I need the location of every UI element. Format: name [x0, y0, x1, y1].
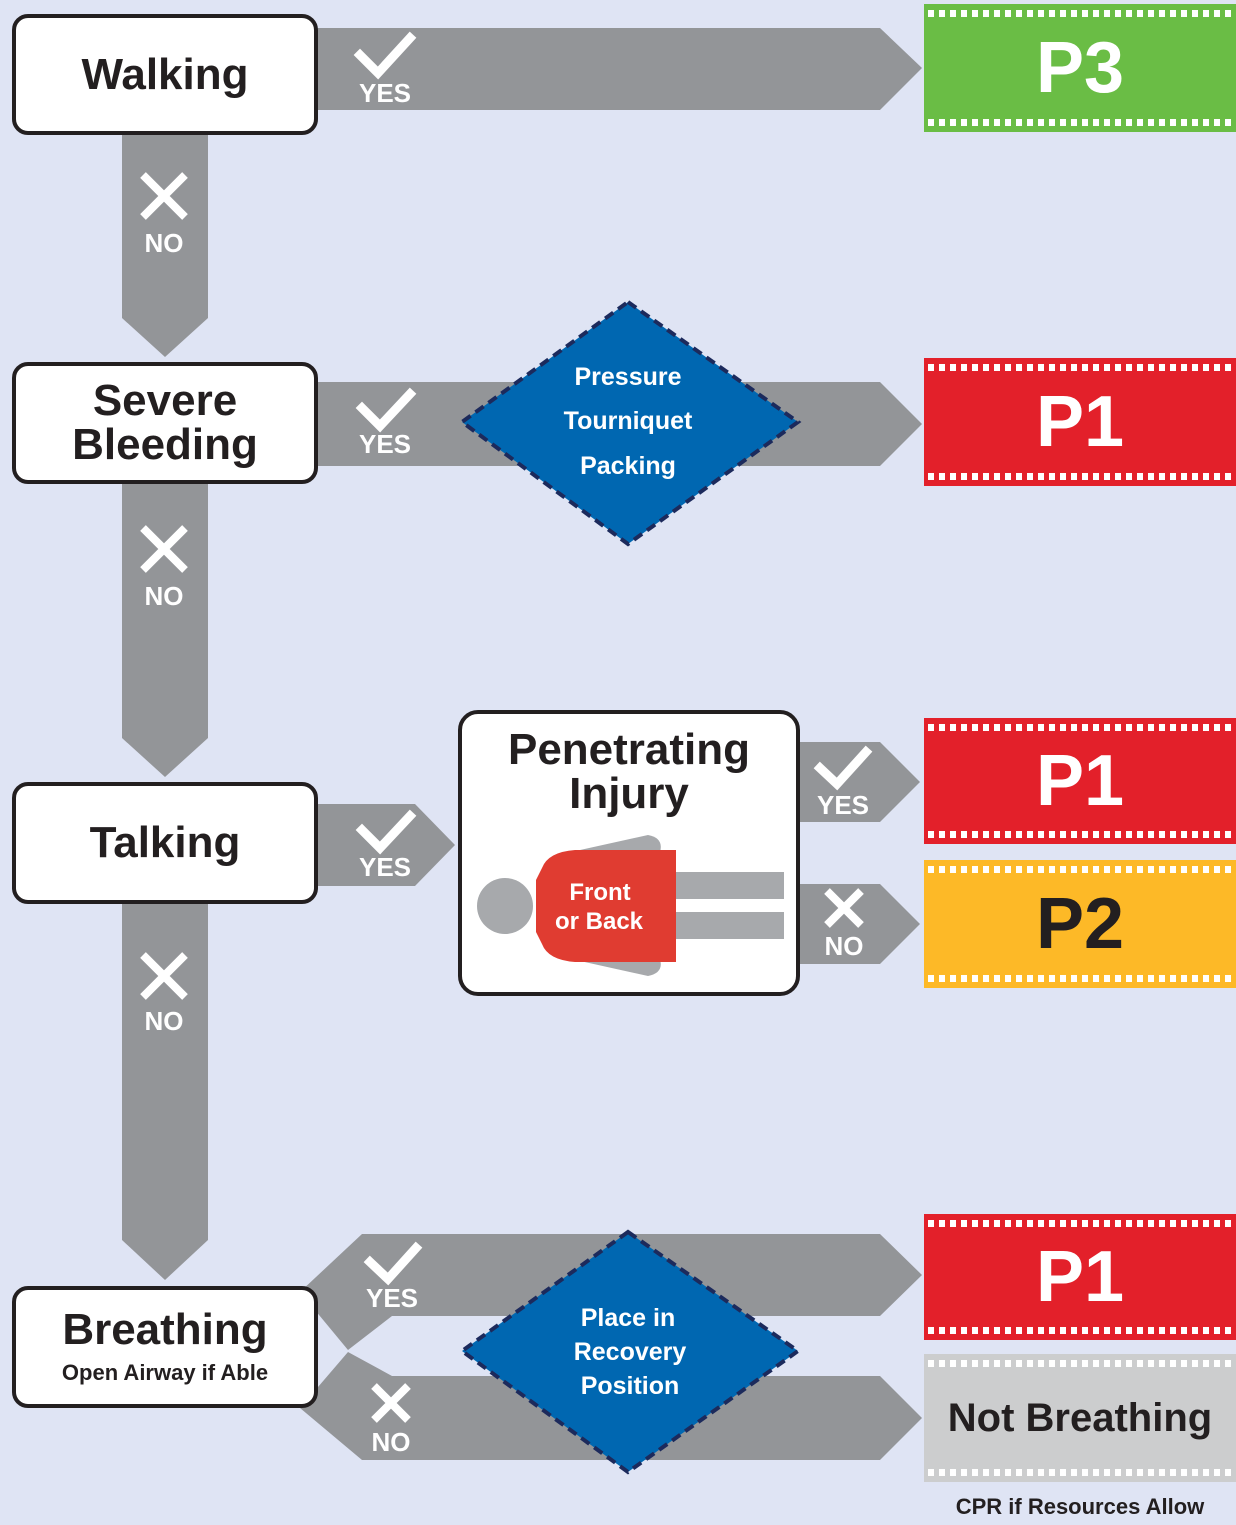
injury-no-label: NO: [824, 888, 864, 961]
walking-yes-label: YES: [353, 31, 417, 108]
tag-label: P1: [1035, 382, 1125, 462]
yes-text: YES: [359, 78, 411, 108]
talking-step: Talking: [12, 782, 318, 904]
intervention-line-3: Packing: [580, 452, 676, 480]
body-figure-icon: Front or Back: [477, 835, 784, 976]
breathing-step: Breathing Open Airway if Able: [12, 1286, 318, 1408]
check-icon: [353, 31, 417, 80]
leg-upper-icon: [676, 872, 784, 899]
check-icon: [355, 809, 417, 855]
tag-pattern-top: [928, 1220, 1232, 1227]
tag-walking-p3: P3: [924, 4, 1236, 132]
walking-yes-arrow: [300, 28, 922, 110]
tag-bleeding-p1: P1: [924, 358, 1236, 486]
intervention-line-1: Place in: [581, 1304, 676, 1332]
talking-no-label: NO: [140, 952, 188, 1036]
diamond-shape: [458, 1229, 802, 1475]
torso-icon: [536, 850, 676, 962]
yes-text: YES: [817, 790, 869, 820]
tag-pattern-top: [928, 724, 1232, 731]
yes-text: YES: [359, 429, 411, 459]
tag-label: P1: [1035, 1237, 1125, 1317]
tag-injury-p2: P2: [924, 860, 1236, 988]
tag-not-breathing: Not Breathing: [924, 1354, 1236, 1482]
tag-pattern-top: [928, 10, 1232, 17]
tag-injury-p1: P1: [924, 718, 1236, 844]
cross-icon: [824, 888, 864, 928]
breathing-no-label: NO: [371, 1383, 411, 1457]
check-icon: [813, 745, 873, 791]
no-text: NO: [372, 1427, 411, 1457]
figure-text-1: Front: [569, 879, 630, 906]
injury-yes-label: YES: [813, 745, 873, 820]
cross-icon: [371, 1383, 411, 1423]
intervention-line-2: Recovery: [574, 1338, 687, 1366]
bleeding-intervention-diamond: Pressure Tourniquet Packing: [458, 299, 802, 547]
tag-label: P2: [1035, 884, 1125, 964]
no-text: NO: [145, 581, 184, 611]
step-subtitle: Open Airway if Able: [61, 1360, 269, 1385]
step-title: Walking: [81, 49, 249, 99]
figure-text-2: or Back: [555, 908, 644, 935]
walking-no-arrow: [122, 132, 208, 357]
tag-pattern-bottom: [928, 473, 1232, 480]
bleeding-yes-label: YES: [355, 387, 417, 459]
diamond-shape: [458, 299, 802, 547]
intervention-line-2: Tourniquet: [564, 407, 693, 435]
step-title: Talking: [89, 818, 241, 867]
walking-no-label: NO: [140, 172, 188, 258]
yes-text: YES: [366, 1283, 418, 1313]
talking-yes-label: YES: [355, 809, 417, 882]
bleeding-no-arrow: [122, 482, 208, 777]
leg-lower-icon: [676, 912, 784, 939]
yes-text: YES: [359, 852, 411, 882]
tag-label: P1: [1035, 741, 1125, 821]
tag-pattern-bottom: [928, 831, 1232, 838]
head-icon: [477, 878, 533, 934]
walking-step: Walking: [12, 14, 318, 135]
intervention-line-1: Pressure: [574, 363, 681, 391]
tag-pattern-top: [928, 364, 1232, 371]
cross-icon: [140, 525, 188, 573]
injury-title: Penetrating Injury: [507, 725, 751, 818]
no-text: NO: [145, 1006, 184, 1036]
intervention-line-3: Position: [581, 1372, 680, 1400]
cross-icon: [140, 952, 188, 1000]
check-icon: [355, 387, 417, 433]
step-title: Breathing: [62, 1305, 268, 1354]
talking-no-arrow: [122, 902, 208, 1280]
tag-label: Not Breathing: [947, 1395, 1213, 1440]
breathing-intervention-diamond: Place in Recovery Position: [458, 1229, 802, 1475]
tag-pattern-bottom: [928, 1327, 1232, 1334]
tag-pattern-top: [928, 1360, 1232, 1367]
breathing-yes-label: YES: [363, 1241, 423, 1313]
tag-pattern-bottom: [928, 1469, 1232, 1476]
step-title: Severe Bleeding: [72, 376, 258, 469]
cross-icon: [140, 172, 188, 220]
severe-bleeding-step: Severe Bleeding: [12, 362, 318, 484]
tag-label: P3: [1035, 28, 1125, 108]
bleeding-no-label: NO: [140, 525, 188, 611]
no-text: NO: [145, 228, 184, 258]
injury-yes-arrow: [790, 742, 920, 822]
check-icon: [363, 1241, 423, 1286]
tag-pattern-bottom: [928, 975, 1232, 982]
tag-pattern-top: [928, 866, 1232, 873]
no-text: NO: [825, 931, 864, 961]
tag-breathing-p1: P1: [924, 1214, 1236, 1340]
cpr-note: CPR if Resources Allow: [955, 1494, 1205, 1519]
tag-pattern-bottom: [928, 119, 1232, 126]
